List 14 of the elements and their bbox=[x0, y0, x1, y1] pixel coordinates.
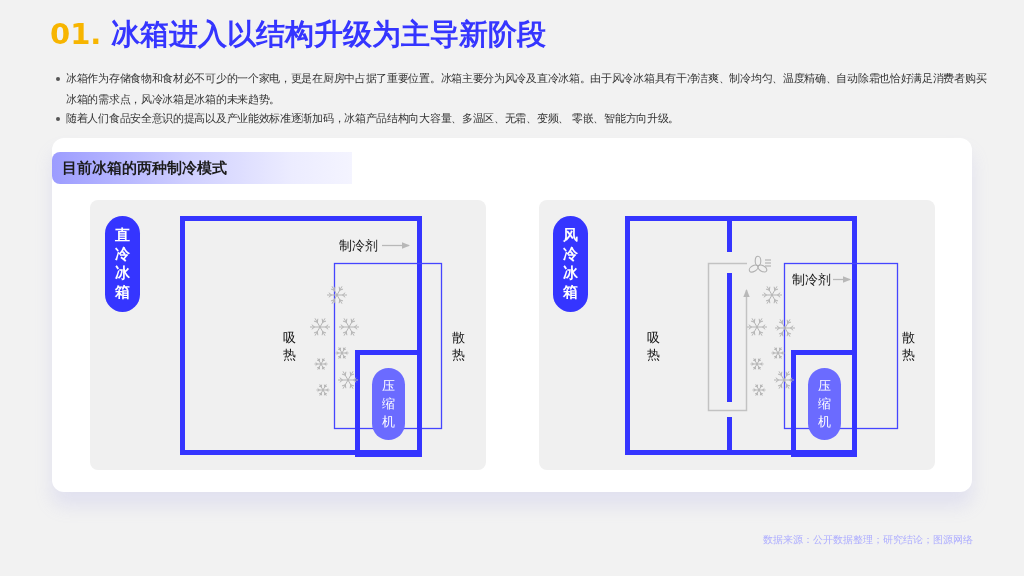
mode-pill: 风冷冰箱 bbox=[553, 216, 588, 312]
part-label: 吸热 bbox=[283, 329, 296, 363]
section-header: 目前冰箱的两种制冷模式 bbox=[52, 152, 352, 184]
bullet-paragraph: 冰箱作为存储食物和食材必不可少的一个家电，更是在厨房中占据了重要位置。冰箱主要分为风冷及直冷冰箱。由于风冷冰箱具有干净洁爽、制冷均匀、温度精确、自动除霜也恰好满足消费者购买冰箱的需求点，风冷冰箱是冰箱的未来趋势。 bbox=[66, 71, 988, 108]
part-label: 制冷剂 bbox=[792, 271, 831, 288]
page-title: 01. 冰箱进入以结构升级为主导新阶段 bbox=[50, 16, 547, 52]
part-label: 散热 bbox=[452, 329, 465, 363]
part-label: 吸热 bbox=[647, 329, 660, 363]
compressor-pill: 压缩机 bbox=[372, 368, 405, 440]
compressor-pill: 压缩机 bbox=[808, 368, 841, 440]
bullet-paragraph: 随着人们食品安全意识的提高以及产业能效标准逐渐加码，冰箱产品结构向大容量、多温区、无霜、变频、 零嵌、智能方向升级。 bbox=[66, 111, 681, 127]
part-label: 制冷剂 bbox=[339, 237, 378, 254]
part-label: 散热 bbox=[902, 329, 915, 363]
mode-pill: 直冷冰箱 bbox=[105, 216, 140, 312]
